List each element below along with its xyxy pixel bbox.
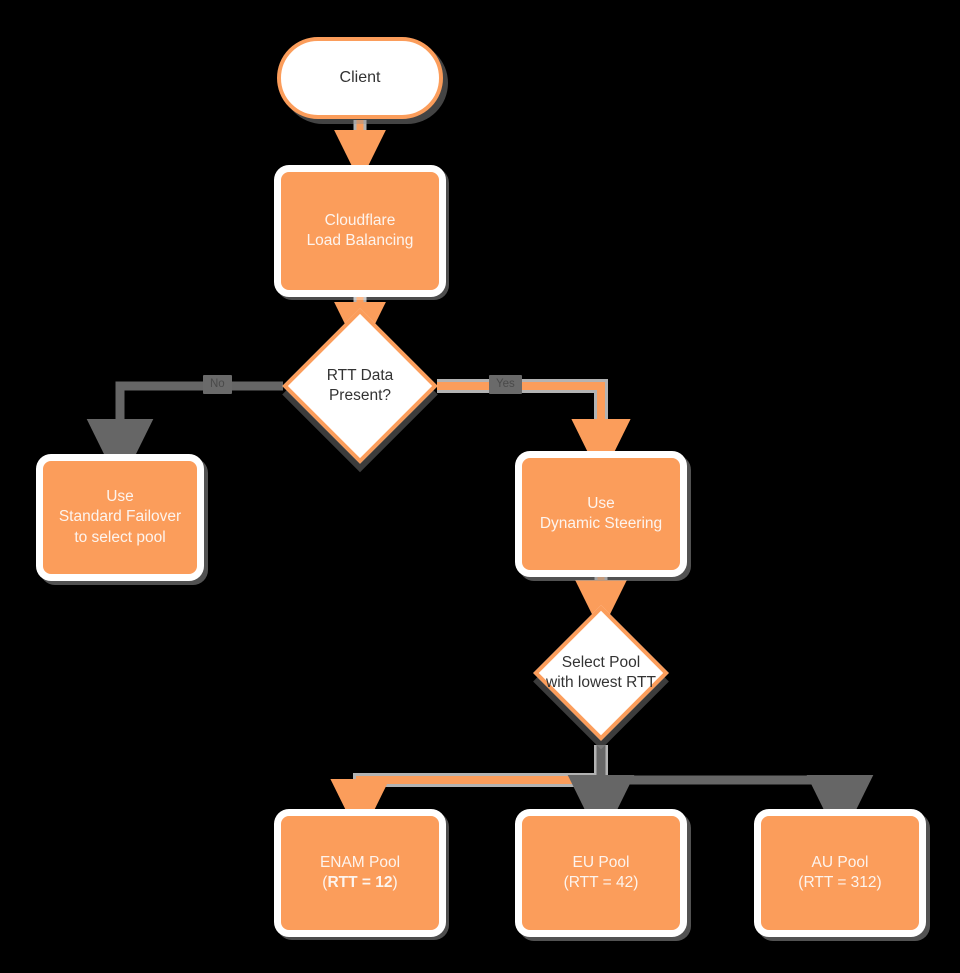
node-au-pool-rtt: RTT = 312 [803,874,877,891]
node-dynamic-steering[interactable]: Use Dynamic Steering [522,458,680,570]
node-enam-pool-rtt: RTT = 12 [327,874,393,891]
node-client-label: Client [339,69,381,87]
node-au-pool[interactable]: AU Pool(RTT = 312) [761,816,919,930]
node-standard-failover[interactable]: Use Standard Failover to select pool [43,461,197,574]
node-au-pool-name: AU Pool [811,853,869,871]
node-rtt-data-present-label: RTT Data Present? [326,366,394,404]
node-client[interactable]: Client [277,37,443,119]
node-eu-pool-label: EU Pool(RTT = 42) [563,853,639,891]
node-au-pool-label: AU Pool(RTT = 312) [798,853,882,891]
node-select-pool-label: Select Pool with lowest RTT [546,653,656,691]
node-dynamic-steering-label: Use Dynamic Steering [539,494,663,532]
node-cloudflare-load-balancing-label: Cloudflare Load Balancing [306,211,414,249]
edge-rtt-yes-to-dynamic [437,379,631,479]
edge-select-pool-to-enam [330,745,608,839]
edge-label-no: No [203,375,232,394]
edge-label-yes: Yes [489,375,522,394]
node-select-pool-decision[interactable]: Select Pool with lowest RTT [533,605,669,741]
node-enam-pool-label: ENAM Pool(RTT = 12) [319,853,401,891]
edge-rtt-no-to-failover [86,381,283,487]
node-standard-failover-label: Use Standard Failover to select pool [58,487,182,546]
node-rtt-data-present-decision[interactable]: RTT Data Present? [282,308,438,464]
edge-select-pool-to-au [601,775,874,843]
node-eu-pool[interactable]: EU Pool(RTT = 42) [522,816,680,930]
node-cloudflare-load-balancing[interactable]: Cloudflare Load Balancing [281,172,439,290]
node-eu-pool-rtt: RTT = 42 [568,874,634,891]
node-enam-pool[interactable]: ENAM Pool(RTT = 12) [281,816,439,930]
node-eu-pool-name: EU Pool [572,853,630,871]
node-enam-pool-name: ENAM Pool [319,853,401,871]
